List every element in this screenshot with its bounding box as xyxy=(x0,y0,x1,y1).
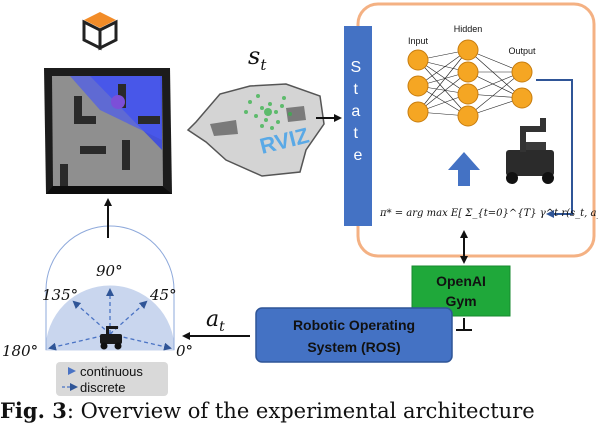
nn-edge xyxy=(417,59,469,117)
state-bar xyxy=(344,26,372,226)
angle-90-label: 90° xyxy=(96,262,123,280)
neural-network: Input Hidden Output xyxy=(407,24,536,127)
nn-hidden-node xyxy=(457,39,479,61)
angle-180-label: 180° xyxy=(2,342,38,360)
state-symbol: st xyxy=(248,42,267,74)
ros-line1: Robotic Operating xyxy=(293,317,415,333)
nn-hidden-node xyxy=(457,61,479,83)
gazebo-logo-icon xyxy=(82,12,118,51)
angle-135-label: 135° xyxy=(42,286,78,304)
nn-output-label: Output xyxy=(508,46,536,56)
openai-gym-line2: Gym xyxy=(445,293,476,309)
nn-input-label: Input xyxy=(408,36,429,46)
nn-edge xyxy=(467,71,523,117)
nn-hidden-node xyxy=(457,83,479,105)
robot-manipulator-image xyxy=(506,118,554,184)
nn-output-node xyxy=(511,61,533,83)
legend-background xyxy=(56,362,168,396)
simulation-environment-image xyxy=(44,68,172,194)
angle-45-label: 45° xyxy=(149,286,177,304)
feedback-arrow xyxy=(536,79,573,218)
nn-input-node xyxy=(407,75,429,97)
robot-icon xyxy=(100,326,122,350)
nn-output-node xyxy=(511,87,533,109)
nn-edge xyxy=(417,49,469,113)
figure-label: Fig. 3 xyxy=(0,398,67,423)
nn-input-node xyxy=(407,49,429,71)
ros-box xyxy=(255,307,453,363)
figure-caption-text: : Overview of the experimental architect… xyxy=(66,399,535,423)
action-symbol: at xyxy=(206,307,225,335)
nn-hidden-label: Hidden xyxy=(454,24,483,34)
rviz-map-image: RVIZ xyxy=(186,83,325,177)
legend: continuous discrete xyxy=(56,362,168,396)
continuous-marker-icon xyxy=(68,367,76,375)
nn-input-node xyxy=(407,101,429,123)
policy-formula: π* = arg max E[ Σ_{t=0}^{T} γ^t r(s_t, a… xyxy=(379,208,598,219)
angle-0-label: 0° xyxy=(176,342,193,360)
state-label: S t a t e xyxy=(350,59,365,164)
legend-continuous: continuous xyxy=(80,364,143,379)
nn-hidden-node xyxy=(457,105,479,127)
ros-line2: System (ROS) xyxy=(307,339,400,355)
legend-discrete: discrete xyxy=(80,380,126,395)
action-space-frame xyxy=(45,225,175,350)
gym-to-nn-arrow xyxy=(448,152,480,186)
nn-edge xyxy=(467,49,523,99)
openai-gym-line1: OpenAI xyxy=(436,273,486,289)
figure-caption: Fig. 3: Overview of the experimental arc… xyxy=(0,398,598,424)
action-space: 90° 135° 45° 180° 0° xyxy=(2,225,193,360)
nn-edge xyxy=(417,71,469,113)
